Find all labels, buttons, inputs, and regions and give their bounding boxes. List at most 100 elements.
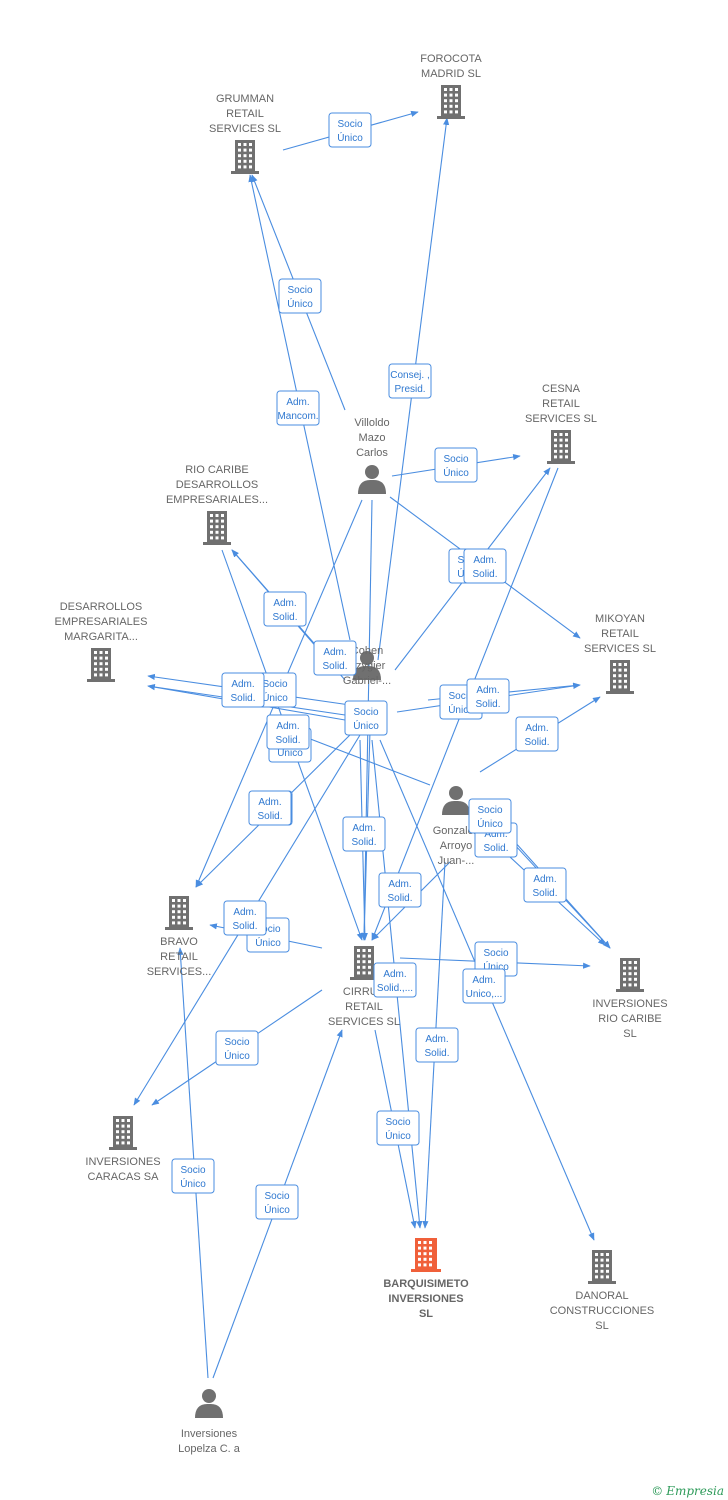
node-gonzalez[interactable]: GonzalezArroyoJuan-...	[433, 786, 479, 867]
edge-label-box	[223, 900, 267, 936]
edge-label[interactable]: Adm.Unico,...	[462, 968, 506, 1004]
edge-label[interactable]: Adm.Solid.	[466, 678, 510, 714]
node-label: DANORAL	[575, 1290, 628, 1302]
edge-label-box	[376, 1110, 420, 1146]
edge-label-box	[342, 816, 386, 852]
edge-label[interactable]: Adm.Solid.	[523, 867, 567, 903]
node-bravo[interactable]: BRAVORETAILSERVICES...	[147, 896, 212, 978]
building-icon	[231, 140, 259, 174]
edge-label-text: Adm.	[352, 823, 375, 834]
node-desmargarita[interactable]: DESARROLLOSEMPRESARIALESMARGARITA...	[55, 601, 148, 682]
node-label: RETAIL	[601, 628, 639, 640]
edge-label-text: Solid.,...	[377, 983, 413, 994]
node-label: SL	[419, 1308, 433, 1320]
edge-label-text: Adm.	[525, 723, 548, 734]
copyright-symbol: ©	[651, 1484, 664, 1498]
edge-label[interactable]: Adm.Solid.	[263, 591, 307, 627]
edge-label-text: Consej. ,	[390, 370, 429, 381]
edge-label-text: Mancom.	[277, 411, 318, 422]
edge-label-box	[221, 672, 265, 708]
footer-brand[interactable]: ©Empresia	[651, 1484, 724, 1498]
edge-label-text: Único	[262, 691, 288, 704]
edge-label-text: Socio	[337, 119, 362, 130]
node-label: RIO CARIBE	[598, 1013, 662, 1025]
edge-label-text: Solid.	[232, 921, 257, 932]
edge-label-box	[462, 968, 506, 1004]
edge-label-text: Unico,...	[466, 989, 503, 1000]
building-icon	[547, 430, 575, 464]
node-label: MADRID SL	[421, 68, 481, 80]
node-label: INVERSIONES	[592, 998, 667, 1010]
edge-label[interactable]: Adm.Solid.,...	[373, 962, 417, 998]
edge-label[interactable]: Consej. ,Presid.	[388, 363, 432, 399]
edge-label-text: Adm.	[276, 721, 299, 732]
edge-label-text: Solid.	[475, 699, 500, 710]
node-label: INVERSIONES	[388, 1293, 463, 1305]
node-label: RETAIL	[226, 108, 264, 120]
edge-label-box	[344, 700, 388, 736]
edge-label-text: Único	[443, 466, 469, 479]
edge-label[interactable]: Adm.Solid.	[248, 790, 292, 826]
edge-label[interactable]: Adm.Solid.	[221, 672, 265, 708]
edge-label-text: Adm.	[273, 598, 296, 609]
edge-label[interactable]: Adm.Solid.	[378, 872, 422, 908]
building-icon	[616, 958, 644, 992]
edge-label-box	[373, 962, 417, 998]
edge-label-text: Socio	[483, 948, 508, 959]
edge-label-box	[515, 716, 559, 752]
edge-label-text: Único	[255, 936, 281, 949]
edge-label[interactable]: Adm.Solid.	[415, 1027, 459, 1063]
building-icon	[203, 511, 231, 545]
edge-label-text: Único	[337, 131, 363, 144]
node-label: SERVICES...	[147, 966, 212, 978]
edge-label[interactable]: Adm. Solid.	[266, 714, 310, 750]
edge-label-text: Solid.	[257, 811, 282, 822]
edge-label-text: Adm.	[425, 1034, 448, 1045]
edge-label-box	[388, 363, 432, 399]
node-label: CONSTRUCCIONES	[550, 1305, 655, 1317]
node-label: Mazo	[359, 432, 386, 444]
edge-label-text: Solid.	[275, 735, 300, 746]
edge-label-text: Solid.	[351, 837, 376, 848]
edge-label[interactable]: Adm. Solid.	[342, 816, 386, 852]
edge-label-text: Solid.	[387, 893, 412, 904]
node-riocaribedes[interactable]: RIO CARIBEDESARROLLOSEMPRESARIALES...	[166, 464, 268, 545]
edge-label[interactable]: Adm.Solid.	[515, 716, 559, 752]
node-label: GRUMMAN	[216, 93, 274, 105]
edge-label-box	[328, 112, 372, 148]
edge-label-text: Socio	[224, 1037, 249, 1048]
edge-label-text: Único	[353, 719, 379, 732]
edge-label[interactable]: Adm.Solid.	[463, 548, 507, 584]
edge-label-text: Solid.	[483, 843, 508, 854]
person-icon	[195, 1389, 223, 1418]
edge-label[interactable]: Adm.Solid.	[223, 900, 267, 936]
edge-label-box	[313, 640, 357, 676]
edge-label-text: Solid.	[230, 693, 255, 704]
edge-label[interactable]: Adm.Solid.	[313, 640, 357, 676]
edge-label-text: Socio	[477, 805, 502, 816]
node-label: Carlos	[356, 447, 388, 459]
edge-label-text: Socio	[180, 1165, 205, 1176]
node-cohen[interactable]: CohenSzygierGabriel-...	[343, 645, 391, 687]
edge-label[interactable]: Adm.Mancom.	[276, 390, 320, 426]
